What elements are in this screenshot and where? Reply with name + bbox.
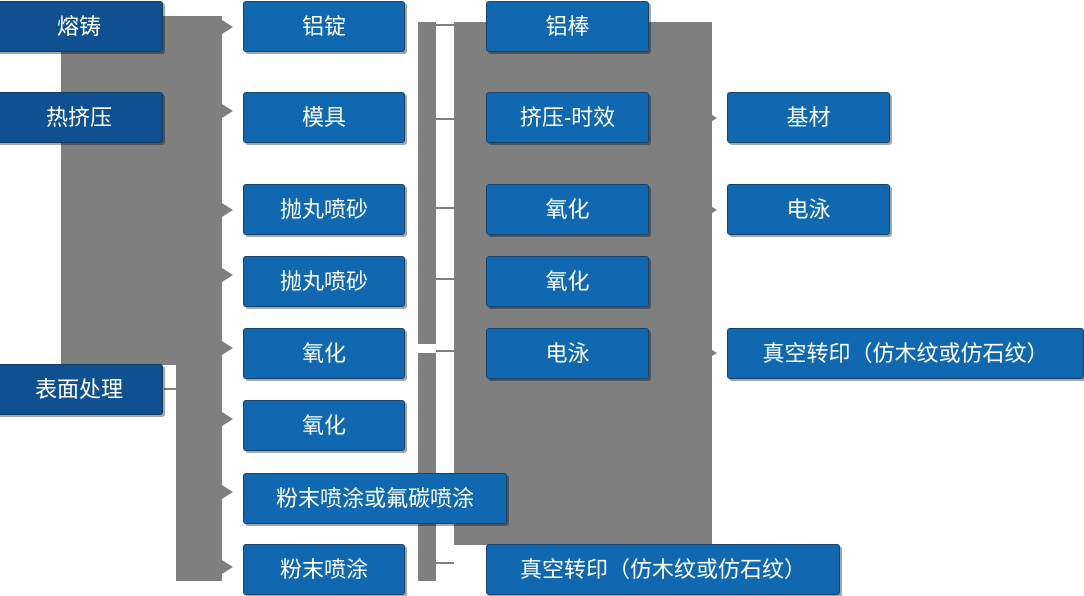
arrow-down-icon-melt-to-extrude [68, 72, 82, 83]
process-box-c3-1[interactable]: 铝棒 [486, 1, 649, 52]
arrow-right-icon-to-c4-2 [706, 203, 717, 217]
connector-tick-5 [436, 350, 454, 352]
process-label: 抛丸喷砂 [279, 196, 368, 222]
process-box-c4-2[interactable]: 电泳 [727, 184, 890, 235]
process-label: 电泳 [545, 340, 590, 366]
process-box-c4-3[interactable]: 真空转印（仿木纹或仿石纹） [727, 328, 1084, 379]
process-box-c2-3[interactable]: 抛丸喷砂 [243, 184, 405, 235]
process-box-c3-4[interactable]: 氧化 [486, 256, 649, 307]
process-label: 挤压-时效 [519, 104, 616, 130]
process-label: 氧化 [301, 340, 346, 366]
arrow-down-icon-extrude-to-surface [68, 330, 82, 341]
stage-box-melt-cast[interactable]: 熔铸 [0, 1, 163, 52]
process-label: 抛丸喷砂 [279, 268, 368, 294]
process-label: 铝锭 [301, 13, 346, 39]
process-label: 氧化 [301, 412, 346, 438]
process-box-c2-1[interactable]: 铝锭 [243, 1, 405, 52]
process-box-c2-2[interactable]: 模具 [243, 92, 405, 143]
connector-stub-surface [164, 388, 222, 390]
arrow-right-icon-to-c2-4 [222, 268, 233, 282]
arrow-right-icon-to-c2-8 [222, 560, 233, 574]
process-label: 氧化 [545, 196, 590, 222]
process-label: 粉末喷涂或氟碳喷涂 [275, 485, 474, 511]
connector-tick-2 [436, 118, 454, 120]
process-box-c2-4[interactable]: 抛丸喷砂 [243, 256, 405, 307]
connector-tick-6 [436, 562, 454, 564]
stage-box-surface-treatment[interactable]: 表面处理 [0, 364, 163, 415]
arrow-right-icon-to-c4-1 [706, 111, 717, 125]
process-label: 氧化 [545, 268, 590, 294]
process-box-c2-7[interactable]: 粉末喷涂或氟碳喷涂 [243, 473, 507, 524]
process-label: 电泳 [786, 196, 831, 222]
process-box-c3-2[interactable]: 挤压-时效 [486, 92, 649, 143]
arrow-right-icon-to-c2-7 [222, 485, 233, 499]
process-label: 基材 [786, 104, 831, 130]
connector-tick-4 [436, 278, 454, 280]
process-box-c2-8[interactable]: 粉末喷涂 [243, 544, 405, 595]
process-box-c4-1[interactable]: 基材 [727, 92, 890, 143]
arrow-right-icon-to-c4-3 [706, 346, 717, 360]
connector-bar-mid-lower [418, 353, 436, 581]
connector-tick-1 [436, 24, 454, 26]
connector-tick-3 [436, 207, 454, 209]
process-label: 铝棒 [545, 13, 590, 39]
arrow-right-icon-to-c2-5 [222, 341, 233, 355]
process-box-c2-6[interactable]: 氧化 [243, 400, 405, 451]
process-box-c3-5[interactable]: 电泳 [486, 328, 649, 379]
process-box-c3-3[interactable]: 氧化 [486, 184, 649, 235]
process-label: 粉末喷涂 [279, 556, 368, 582]
stage-label: 熔铸 [56, 13, 101, 39]
process-box-c3-6[interactable]: 真空转印（仿木纹或仿石纹） [486, 544, 840, 595]
process-label: 模具 [301, 104, 346, 130]
process-label: 真空转印（仿木纹或仿石纹） [519, 556, 806, 582]
stage-label: 热挤压 [45, 104, 112, 130]
process-box-c2-5[interactable]: 氧化 [243, 328, 405, 379]
stage-box-hot-extrude[interactable]: 热挤压 [0, 92, 163, 143]
arrow-right-icon-to-c2-1 [222, 20, 233, 34]
arrow-right-icon-to-c2-2 [222, 104, 233, 118]
arrow-right-icon-to-c2-3 [222, 203, 233, 217]
connector-bar-mid [418, 22, 436, 344]
process-label: 真空转印（仿木纹或仿石纹） [762, 340, 1049, 366]
arrow-right-icon-to-c2-6 [222, 412, 233, 426]
stage-label: 表面处理 [34, 376, 123, 402]
